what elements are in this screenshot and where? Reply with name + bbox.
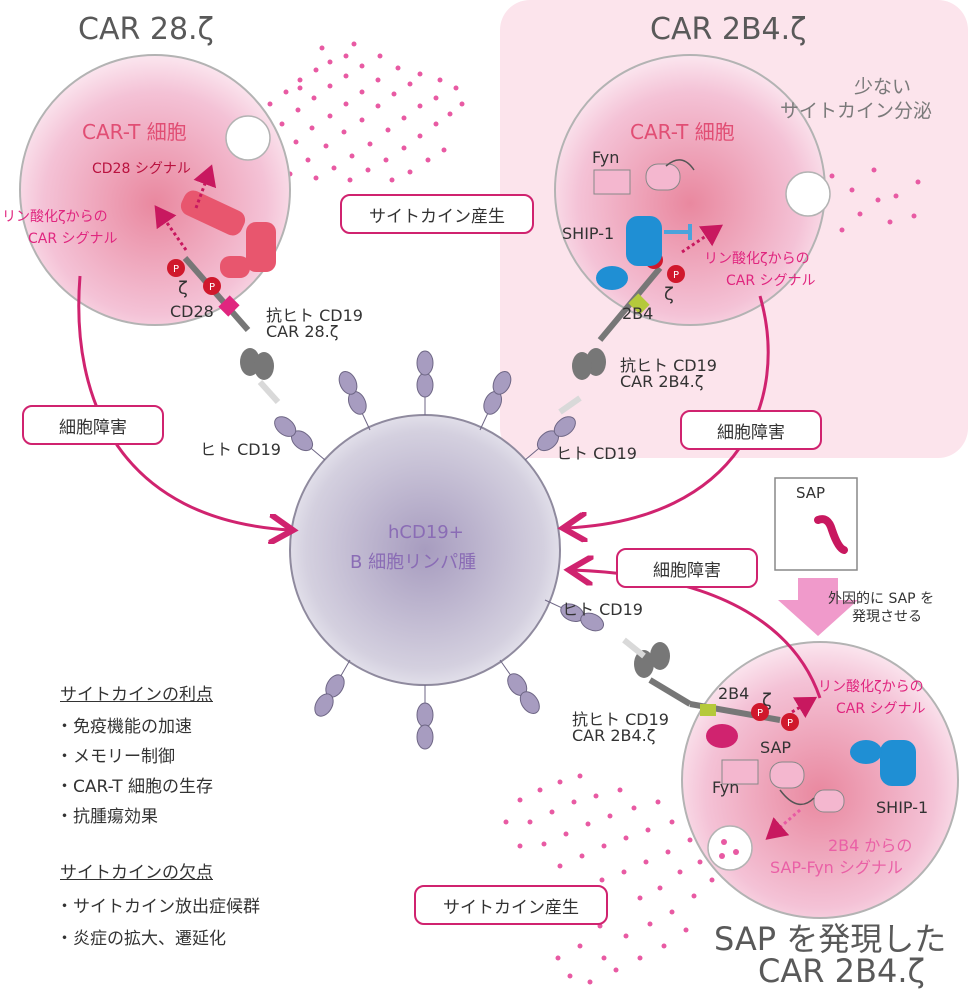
- bottom-kill-box: 細胞障害: [616, 548, 758, 588]
- left-cell-label: CAR-T 細胞: [82, 120, 187, 144]
- bottom-title-1: SAP を発現した: [714, 920, 947, 958]
- left-cd28-signal: CD28 シグナル: [92, 161, 191, 177]
- car-receptor-right: P P: [572, 159, 723, 380]
- cd19-antigens: [274, 350, 605, 750]
- induce-1: 外因的に SAP を: [828, 591, 935, 607]
- tumor-label-1: hCD19+: [388, 522, 464, 543]
- right-ship1: SHIP-1: [562, 224, 615, 243]
- svg-text:P: P: [173, 264, 179, 275]
- right-fyn: Fyn: [592, 148, 620, 167]
- left-cytokine-box: サイトカイン産生: [340, 194, 534, 234]
- right-low-2: サイトカイン分泌: [780, 100, 933, 122]
- car-receptor-bottom: P P: [634, 642, 916, 840]
- right-kill-box: 細胞障害: [680, 410, 822, 450]
- bottom-title-2: CAR 2B4.ζ: [758, 952, 925, 990]
- left-phospho-2: CAR シグナル: [28, 231, 118, 247]
- left-phospho-1: リン酸化ζからの: [2, 209, 108, 225]
- bottom-zeta: ζ: [762, 690, 772, 711]
- left-kill-box: 細胞障害: [22, 405, 164, 445]
- sapfyn-2: SAP-Fyn シグナル: [770, 858, 903, 877]
- bottom-phospho-2: CAR シグナル: [836, 701, 926, 717]
- sap-box: [774, 477, 858, 571]
- left-cd28: CD28: [170, 302, 214, 321]
- bottom-cytokine-box: サイトカイン産生: [414, 885, 608, 925]
- pros-item: ・抗腫瘍効果: [56, 807, 158, 827]
- bottom-sap-label: SAP: [760, 738, 792, 757]
- sapfyn-1: 2B4 からの: [828, 836, 913, 855]
- svg-text:P: P: [757, 708, 763, 719]
- right-low-1: 少ない: [854, 76, 912, 98]
- bottom-kill-box-label: 細胞障害: [653, 560, 721, 581]
- left-receptor-1: 抗ヒト CD19: [266, 306, 363, 325]
- car-t-cell-left: [19, 54, 291, 326]
- car-receptor-left: P P: [154, 164, 276, 380]
- bottom-cytokine-box-label: サイトカイン産生: [443, 897, 579, 918]
- svg-text:P: P: [673, 270, 679, 281]
- pros-item: ・免疫機能の加速: [56, 717, 192, 737]
- right-receptor-1: 抗ヒト CD19: [620, 356, 717, 375]
- right-phospho-1: リン酸化ζからの: [704, 251, 810, 267]
- right-zeta: ζ: [664, 284, 674, 305]
- cytokine-dots-bottom: [503, 773, 715, 985]
- left-kill-box-label: 細胞障害: [59, 417, 127, 438]
- induce-2: 発現させる: [852, 609, 922, 625]
- right-phospho-2: CAR シグナル: [726, 273, 816, 289]
- tumor-label-2: B 細胞リンパ腫: [350, 552, 477, 573]
- right-target-label: ヒト CD19: [556, 444, 637, 463]
- induce-arrow: [778, 578, 858, 636]
- right-title: CAR 2B4.ζ: [650, 12, 807, 47]
- left-receptor-2: CAR 28.ζ: [266, 322, 339, 341]
- right-kill-box-label: 細胞障害: [717, 422, 785, 443]
- bottom-phospho-1: リン酸化ζからの: [818, 679, 924, 695]
- svg-text:P: P: [209, 282, 215, 293]
- right-receptor-2: CAR 2B4.ζ: [620, 372, 704, 391]
- cons-item: ・炎症の拡大、遷延化: [56, 929, 226, 949]
- left-zeta: ζ: [178, 278, 188, 299]
- left-title: CAR 28.ζ: [78, 12, 214, 47]
- left-target-label: ヒト CD19: [200, 440, 281, 459]
- pros-heading: サイトカインの利点: [60, 685, 213, 705]
- sap-box-label: SAP: [796, 484, 826, 502]
- right-2b4: 2B4: [622, 304, 654, 323]
- pros-item: ・CAR-T 細胞の生存: [56, 777, 213, 797]
- bottom-receptor-1: 抗ヒト CD19: [572, 710, 669, 729]
- bottom-fyn: Fyn: [712, 778, 740, 797]
- left-cytokine-box-label: サイトカイン産生: [369, 206, 505, 227]
- cytokine-dots-left: [237, 41, 465, 183]
- cons-heading: サイトカインの欠点: [60, 863, 213, 883]
- right-cell-label: CAR-T 細胞: [630, 120, 735, 144]
- cytokine-dots-right: [829, 167, 921, 233]
- svg-text:P: P: [787, 718, 793, 729]
- bottom-2b4: 2B4: [718, 684, 750, 703]
- bottom-target-label: ヒト CD19: [562, 600, 643, 619]
- pros-item: ・メモリー制御: [56, 747, 175, 767]
- cons-item: ・サイトカイン放出症候群: [56, 897, 260, 917]
- bottom-receptor-2: CAR 2B4.ζ: [572, 726, 656, 745]
- bottom-ship1: SHIP-1: [876, 798, 929, 817]
